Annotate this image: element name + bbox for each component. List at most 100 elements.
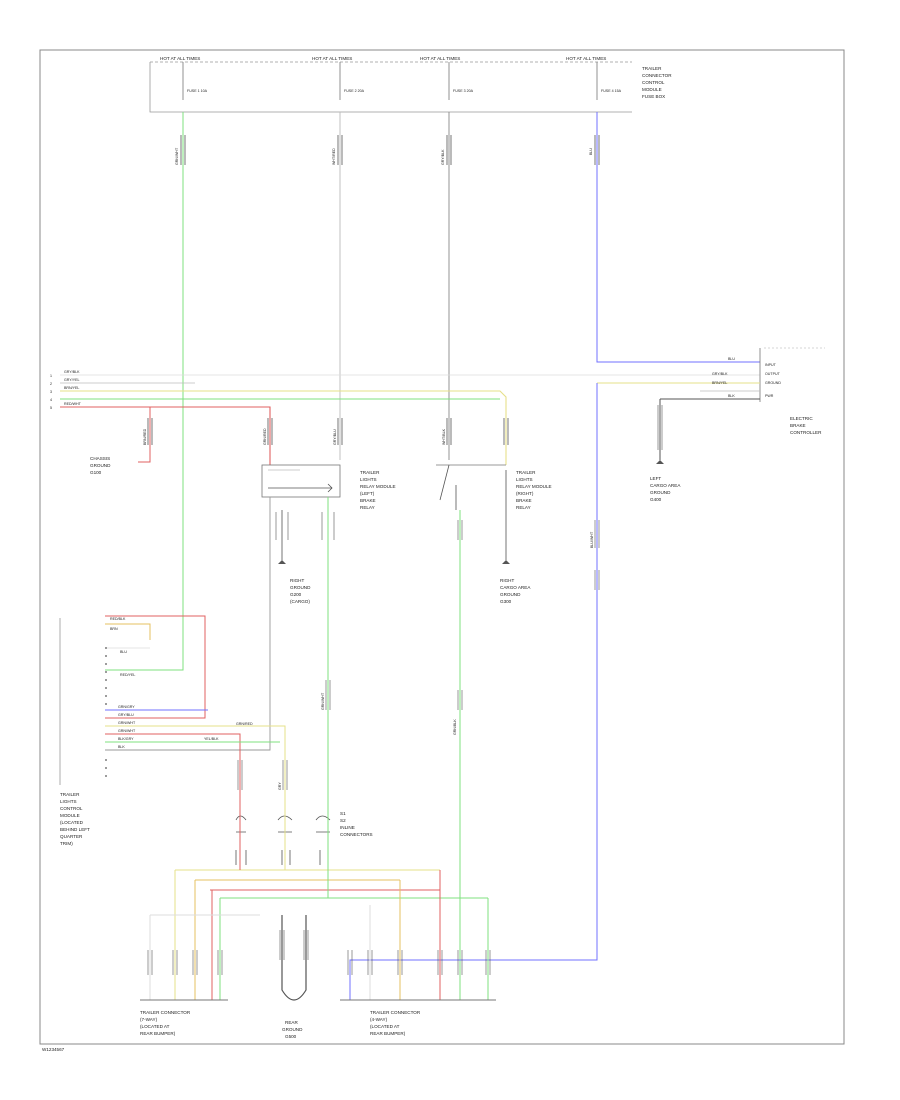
ground-relay-left-2: GROUND [290, 585, 311, 590]
relay-right-label-3: RELAY MODULE [516, 484, 552, 489]
left-bus-label-2: GRY/YEL [64, 378, 80, 382]
svg-text:2: 2 [50, 382, 52, 386]
controller-pin-name-3: GROUND [765, 381, 781, 385]
fuse-label-2: FUSE 2 20A [344, 89, 365, 93]
ground-left-label-1: CHASSIS [90, 456, 110, 461]
left-module-pin-2: BRN [110, 627, 118, 631]
ground-relay-right-3: GROUND [500, 592, 521, 597]
controller-pin-4: BLK [728, 394, 735, 398]
relay-right-label-6: RELAY [516, 505, 531, 510]
left-bus-label-3: BRN/YEL [64, 386, 79, 390]
svg-text:4: 4 [50, 398, 52, 402]
relay2-wire-label: GRY/BLU [333, 429, 337, 445]
relay-left-label-6: RELAY [360, 505, 375, 510]
fuse3-wire-label: GRY/BLK [441, 149, 445, 165]
relay-left-out-a [105, 497, 271, 751]
svg-text:5: 5 [50, 406, 52, 410]
splice-label-2: S2 [340, 818, 346, 823]
relay-left-label-4: (LEFT) [360, 491, 375, 496]
relay1-wire-label: GRN/RED [263, 428, 267, 445]
wire-fuse1-green [105, 112, 184, 671]
junction-label-b: YEL/BLK [204, 737, 219, 741]
left-module-label-6: BEHIND LEFT [60, 827, 90, 832]
splice-label-3: INLINE [340, 825, 355, 830]
left-module-pin-4: RED/YEL [120, 673, 135, 677]
ground-bottom-label-2: GROUND [282, 1027, 303, 1032]
connector-left-label-2: (7-WAY) [140, 1017, 158, 1022]
fuse2-wire-label: WHT/RED [332, 148, 336, 165]
left-module-pin-5: GRN/GRY [118, 705, 135, 709]
panel-label-5: FUSE BOX [642, 94, 665, 99]
relay-right-label-4: (RIGHT) [516, 491, 534, 496]
left-module-label-1: TRAILER [60, 792, 80, 797]
left-module: RED/BLK BRN BLU RED/YEL GRN/GRY GRY/BLU … [59, 615, 286, 846]
bus-label-3: HOT AT ALL TIMES [420, 56, 460, 61]
footer-code: W1234567 [42, 1047, 65, 1052]
left-module-label-4: MODULE [60, 813, 80, 818]
fuse-label-4: FUSE 4 15A [601, 89, 622, 93]
left-module-pin-6: GRY/BLU [118, 713, 134, 717]
left-module-pin-8: GRN/WHT [118, 729, 136, 733]
svg-text:1: 1 [50, 374, 52, 378]
mid-wire-label-3: BLU/WHT [590, 531, 594, 548]
bus-label-4: HOT AT ALL TIMES [566, 56, 606, 61]
left-module-label-5: (LOCATED [60, 820, 84, 825]
fuse-panel: HOT AT ALL TIMES HOT AT ALL TIMES HOT AT… [149, 56, 672, 113]
left-bus-label-4: RED/WHT [64, 402, 82, 406]
ground-bottom: REAR GROUND G500 [279, 915, 309, 1039]
ground-left: BRN/RED CHASSIS GROUND G100 [90, 418, 153, 475]
relay-left-label-1: TRAILER [360, 470, 380, 475]
left-module-label-8: TRIM) [60, 841, 73, 846]
ground-bottom-label-1: REAR [285, 1020, 298, 1025]
connector-right-label-1: TRAILER CONNECTOR [370, 1010, 421, 1015]
left-bus: 1 2 3 4 5 GRY/BLK GRY/YEL BRN/YEL RED/WHT [50, 370, 760, 465]
connector-left-label-4: REAR BUMPER) [140, 1031, 176, 1036]
splice-connectors [235, 815, 331, 865]
connector-left-label-1: TRAILER CONNECTOR [140, 1010, 191, 1015]
left-module-pin-10: BLK [118, 745, 125, 749]
right-down-wire-label: GRN/BLK [453, 719, 457, 735]
relay-right-label-5: BRAKE [516, 498, 532, 503]
relay-left: GRN/RED GRY/BLU TRAILER LIGHTS RELAY MOD… [261, 418, 396, 510]
ground-relay-right-4: G300 [500, 599, 512, 604]
panel-label-3: CONTROL [642, 80, 665, 85]
left-bus-label-1: GRY/BLK [64, 370, 80, 374]
fuse1-wire-label: GRN/WHT [175, 147, 179, 165]
wire-fuse4-blue [596, 112, 760, 363]
relay-right-label-2: LIGHTS [516, 477, 533, 482]
controller-pin-name-1: INPUT [765, 363, 777, 367]
connector-right-label-2: (4-WAY) [370, 1017, 388, 1022]
bus-label-1: HOT AT ALL TIMES [160, 56, 200, 61]
mid-wire-label-2: GRY [278, 782, 282, 790]
ground-left-label-2: GROUND [90, 463, 111, 468]
svg-text:3: 3 [50, 390, 52, 394]
bus-label-2: HOT AT ALL TIMES [312, 56, 352, 61]
controller-pin-2: GRY/BLK [712, 372, 728, 376]
ground-relay-left-1: RIGHT [290, 578, 304, 583]
controller-label-2: BRAKE [790, 423, 806, 428]
panel-label-2: CONNECTOR [642, 73, 672, 78]
splice-label-4: CONNECTORS [340, 832, 373, 837]
ground-relay-right-1: RIGHT [500, 578, 514, 583]
controller-label-3: CONTROLLER [790, 430, 822, 435]
panel-label-1: TRAILER [642, 66, 662, 71]
relay-left-label-5: BRAKE [360, 498, 376, 503]
left-module-pin-9: BLK/GRY [118, 737, 134, 741]
ground-relay-left-4: (CARGO) [290, 599, 310, 604]
ground-wire-label: BRN/RED [143, 428, 147, 445]
ground-relay-left-3: G200 [290, 592, 302, 597]
left-module-label-7: QUARTER [60, 834, 83, 839]
ground-left-label-3: G100 [90, 470, 102, 475]
controller-label-1: ELECTRIC [790, 416, 813, 421]
ground-controller-3: GROUND [650, 490, 671, 495]
left-module-pin-7: GRN/WHT [118, 721, 136, 725]
ground-controller-4: G400 [650, 497, 662, 502]
fuse-label-1: FUSE 1 10A [187, 89, 208, 93]
ground-relay-right-2: CARGO AREA [500, 585, 531, 590]
relay-right-label-1: TRAILER [516, 470, 536, 475]
controller-pin-name-4: PWR [765, 394, 774, 398]
ground-controller-2: CARGO AREA [650, 483, 681, 488]
connector-left-label-3: (LOCATED AT [140, 1024, 170, 1029]
junction-label: GRN/RED [236, 722, 253, 726]
left-module-label-2: LIGHTS [60, 799, 77, 804]
